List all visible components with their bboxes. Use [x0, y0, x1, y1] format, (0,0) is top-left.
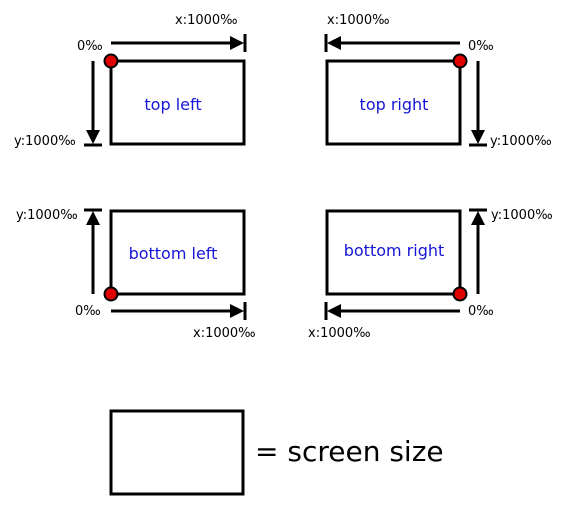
y-max-label: y:1000‰	[16, 208, 78, 223]
x-max-label: x:1000‰	[175, 13, 238, 28]
screen-rect	[325, 209, 462, 296]
y-axis-arrow	[84, 61, 102, 147]
y-axis-arrow	[469, 208, 487, 294]
origin-dot	[452, 53, 468, 69]
y-axis-arrow	[469, 61, 487, 147]
origin-label: 0‰	[75, 304, 101, 319]
x-max-label: x:1000‰	[327, 13, 390, 28]
quadrant-label: top left	[144, 95, 201, 114]
quadrant-label: bottom left	[129, 244, 218, 263]
quadrant-label: bottom right	[344, 241, 445, 260]
x-axis-arrow	[111, 34, 247, 52]
origin-label: 0‰	[468, 39, 494, 54]
origin-label: 0‰	[77, 39, 103, 54]
quadrant-top-right: top right x:1000‰ 0‰ y:1000‰	[324, 13, 552, 149]
y-max-label: y:1000‰	[14, 134, 76, 149]
origin-label: 0‰	[468, 304, 494, 319]
origin-dot	[103, 53, 119, 69]
y-axis-arrow	[84, 208, 102, 294]
origin-dot	[103, 286, 119, 302]
legend-screen-rect	[109, 409, 245, 496]
quadrant-label: top right	[360, 95, 429, 114]
x-axis-arrow	[324, 302, 460, 320]
origin-dot	[452, 286, 468, 302]
quadrant-bottom-right: bottom right x:1000‰ 0‰ y:1000‰	[308, 208, 553, 341]
y-max-label: y:1000‰	[491, 208, 553, 223]
legend-text: = screen size	[255, 435, 444, 468]
y-max-label: y:1000‰	[490, 134, 552, 149]
screen-rect	[109, 59, 246, 146]
quadrant-bottom-left: bottom left x:1000‰ 0‰ y:1000‰	[16, 208, 256, 341]
screen-rect	[325, 59, 462, 146]
quadrant-top-left: top left x:1000‰ 0‰ y:1000‰	[14, 13, 247, 149]
x-max-label: x:1000‰	[193, 326, 256, 341]
x-max-label: x:1000‰	[308, 326, 371, 341]
x-axis-arrow	[111, 302, 247, 320]
screen-rect	[109, 209, 246, 296]
legend: = screen size	[109, 409, 444, 496]
x-axis-arrow	[324, 34, 460, 52]
